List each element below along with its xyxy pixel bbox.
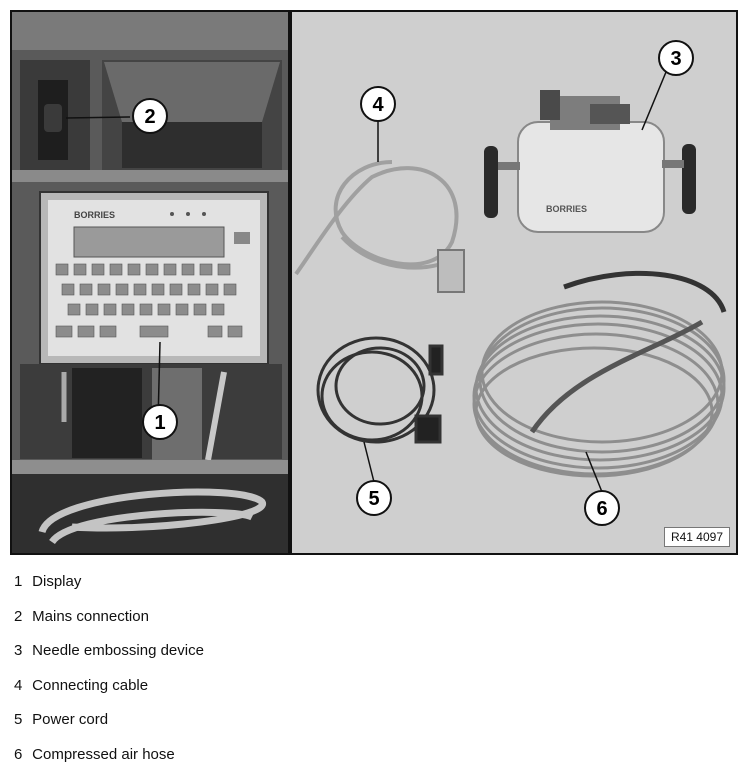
legend-text: Display [32,573,81,590]
display-brand: BORRIES [74,210,115,220]
legend-item: 2 Mains connection [14,605,204,640]
legend-number: 4 [14,674,28,698]
legend-number: 6 [14,743,28,767]
legend-text: Mains connection [32,608,149,625]
callout-3: 3 [659,41,693,75]
svg-text:5: 5 [368,488,379,510]
components-panel: BORRIES [292,12,736,553]
callout-4: 4 [361,87,395,121]
svg-text:4: 4 [372,94,384,116]
legend-text: Connecting cable [32,677,148,694]
svg-text:3: 3 [670,48,681,70]
legend-number: 2 [14,605,28,629]
equipment-illustration: BORRIES [12,12,736,553]
callout-2: 2 [133,99,167,133]
legend-number: 5 [14,708,28,732]
legend-text: Power cord [32,711,108,728]
legend-item: 4 Connecting cable [14,674,204,709]
legend-item: 6 Compressed air hose [14,743,204,777]
device-brand: BORRIES [546,204,587,214]
legend-text: Compressed air hose [32,746,175,763]
callout-1: 1 [143,405,177,439]
display-unit: BORRIES [40,192,268,364]
figure-reference-code: R41 4097 [664,527,730,547]
callout-5: 5 [357,481,391,515]
svg-text:1: 1 [154,412,165,434]
legend-item: 1 Display [14,570,204,605]
svg-text:6: 6 [596,498,607,520]
callout-6: 6 [585,491,619,525]
legend-number: 1 [14,570,28,594]
equipment-photo-figure: BORRIES [10,10,738,555]
legend-item: 5 Power cord [14,708,204,743]
mains-connection-socket [38,80,68,160]
svg-text:2: 2 [144,106,155,128]
legend-item: 3 Needle embossing device [14,639,204,674]
parts-legend: 1 Display 2 Mains connection 3 Needle em… [14,570,204,777]
case-panel: BORRIES [12,12,288,553]
legend-text: Needle embossing device [32,642,204,659]
legend-number: 3 [14,639,28,663]
